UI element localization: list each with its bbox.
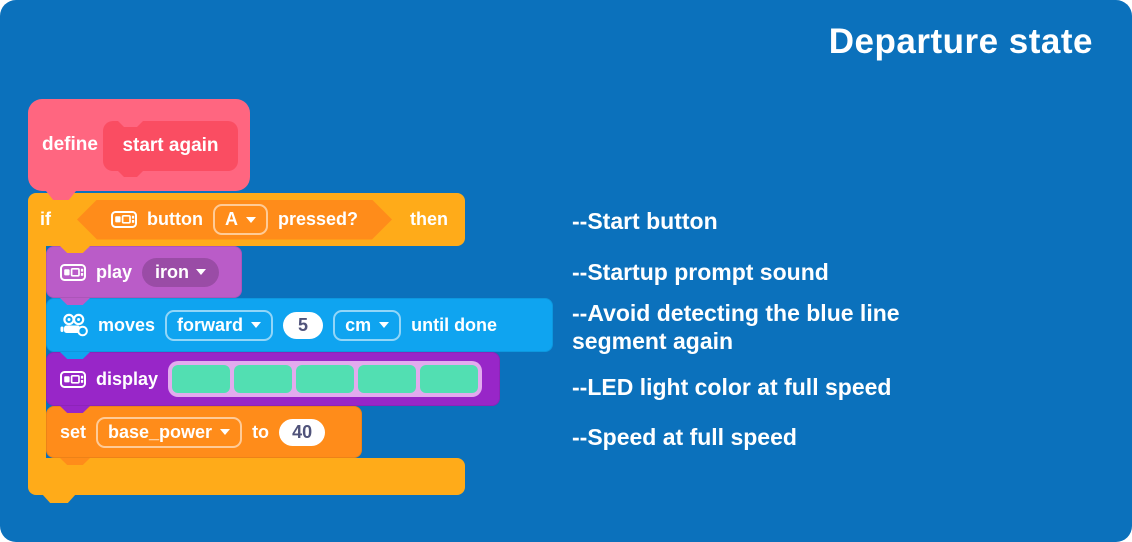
dropdown-arrow-icon [196, 269, 207, 275]
annotation-startup-sound: --Startup prompt sound [572, 259, 829, 285]
page-title: Departure state [828, 22, 1093, 61]
cyberpi-icon [60, 263, 86, 281]
set-variable-block[interactable]: set base_power to 40 [46, 406, 362, 458]
play-sound-block[interactable]: play iron [46, 246, 242, 298]
connector-bump [42, 494, 76, 503]
display-led-block[interactable]: display [46, 352, 500, 406]
dropdown-arrow-icon [251, 322, 262, 328]
direction-select-dropdown[interactable]: forward [165, 309, 274, 341]
connector-bump [60, 298, 90, 305]
to-keyword: to [252, 421, 270, 442]
display-label: display [96, 368, 159, 389]
then-keyword: then [410, 209, 448, 229]
condition-suffix: pressed? [277, 209, 358, 229]
connector-bump [60, 458, 90, 465]
unit-select-dropdown[interactable]: cm [333, 309, 402, 341]
button-pressed-condition-block[interactable]: button A pressed? [77, 200, 392, 240]
connector-bump [60, 352, 90, 359]
mbot2-icon [60, 313, 88, 337]
dropdown-arrow-icon [220, 429, 231, 435]
define-block[interactable]: define start again [28, 99, 250, 191]
annotation-led-color: --LED light color at full speed [572, 374, 892, 400]
sound-select-dropdown[interactable]: iron [142, 257, 220, 287]
annotation-start-button: --Start button [572, 208, 718, 234]
if-block-left-arm[interactable] [28, 246, 46, 458]
led-strip-picker[interactable] [168, 361, 483, 397]
cyberpi-icon [60, 370, 86, 388]
dropdown-arrow-icon [379, 322, 390, 328]
led-cell[interactable] [172, 365, 231, 393]
connector-bump [60, 406, 90, 413]
led-cell[interactable] [296, 365, 355, 393]
set-keyword: set [60, 421, 87, 442]
dropdown-arrow-icon [246, 217, 256, 223]
annotation-avoid-blue-line: --Avoid detecting the blue line segment … [572, 300, 900, 354]
define-keyword: define [42, 134, 98, 155]
prototype-name: start again [122, 135, 219, 156]
until-done-label: until done [411, 314, 498, 335]
moves-block[interactable]: moves forward 5 cm until done [46, 298, 553, 352]
button-select-dropdown[interactable]: A [213, 204, 268, 235]
variable-select-dropdown[interactable]: base_power [96, 416, 243, 448]
condition-label: button [146, 209, 203, 229]
led-cell[interactable] [234, 365, 293, 393]
play-label: play [96, 261, 133, 282]
moves-label: moves [98, 314, 156, 335]
value-input[interactable]: 40 [279, 418, 326, 446]
if-block-header[interactable]: if button A pressed? then [28, 193, 465, 246]
distance-input[interactable]: 5 [283, 311, 324, 339]
annotation-speed: --Speed at full speed [572, 424, 797, 450]
define-prototype-block[interactable]: start again [103, 121, 238, 171]
connector-bump [60, 246, 90, 253]
led-cell[interactable] [420, 365, 479, 393]
connector-bump [46, 191, 76, 200]
if-keyword: if [40, 209, 51, 229]
if-block-footer[interactable] [28, 458, 465, 495]
cyberpi-icon [111, 211, 137, 228]
led-cell[interactable] [358, 365, 417, 393]
